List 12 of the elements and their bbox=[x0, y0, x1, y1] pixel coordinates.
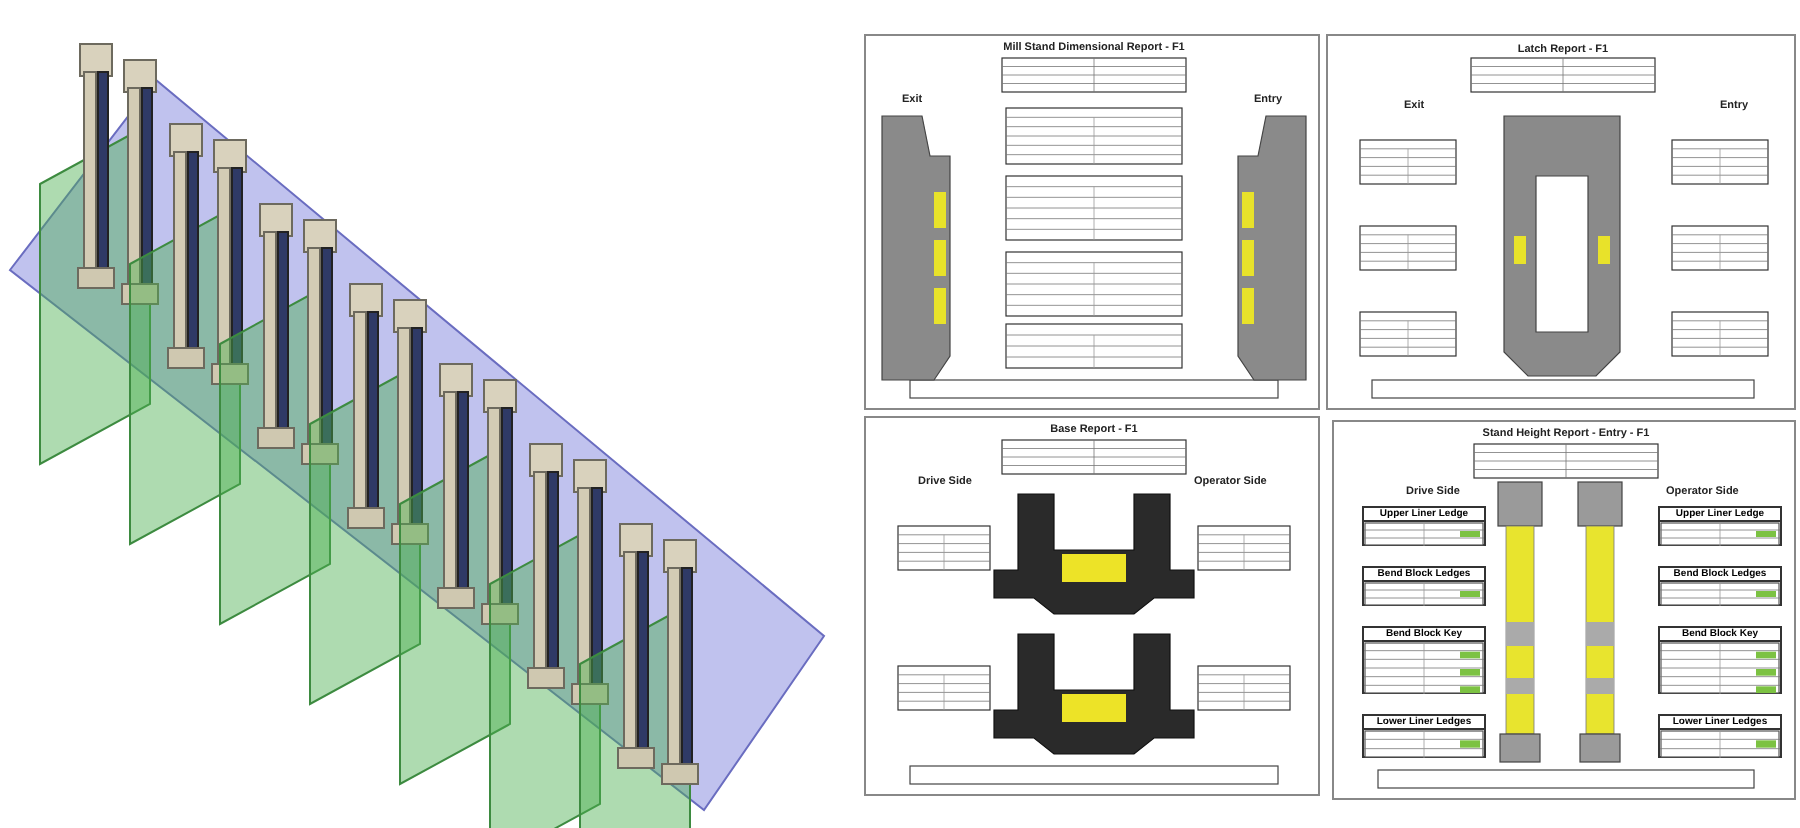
data-table bbox=[1658, 714, 1782, 758]
data-table bbox=[1658, 506, 1782, 546]
data-table bbox=[1362, 626, 1486, 694]
data-table bbox=[1658, 566, 1782, 606]
data-table bbox=[1362, 506, 1486, 546]
data-table bbox=[1362, 714, 1486, 758]
data-table bbox=[1658, 626, 1782, 694]
report-sheet bbox=[864, 416, 1320, 796]
report-sheet bbox=[1326, 34, 1796, 410]
report-sheet bbox=[864, 34, 1320, 410]
report-sheet bbox=[1332, 420, 1796, 800]
data-table bbox=[1362, 566, 1486, 606]
